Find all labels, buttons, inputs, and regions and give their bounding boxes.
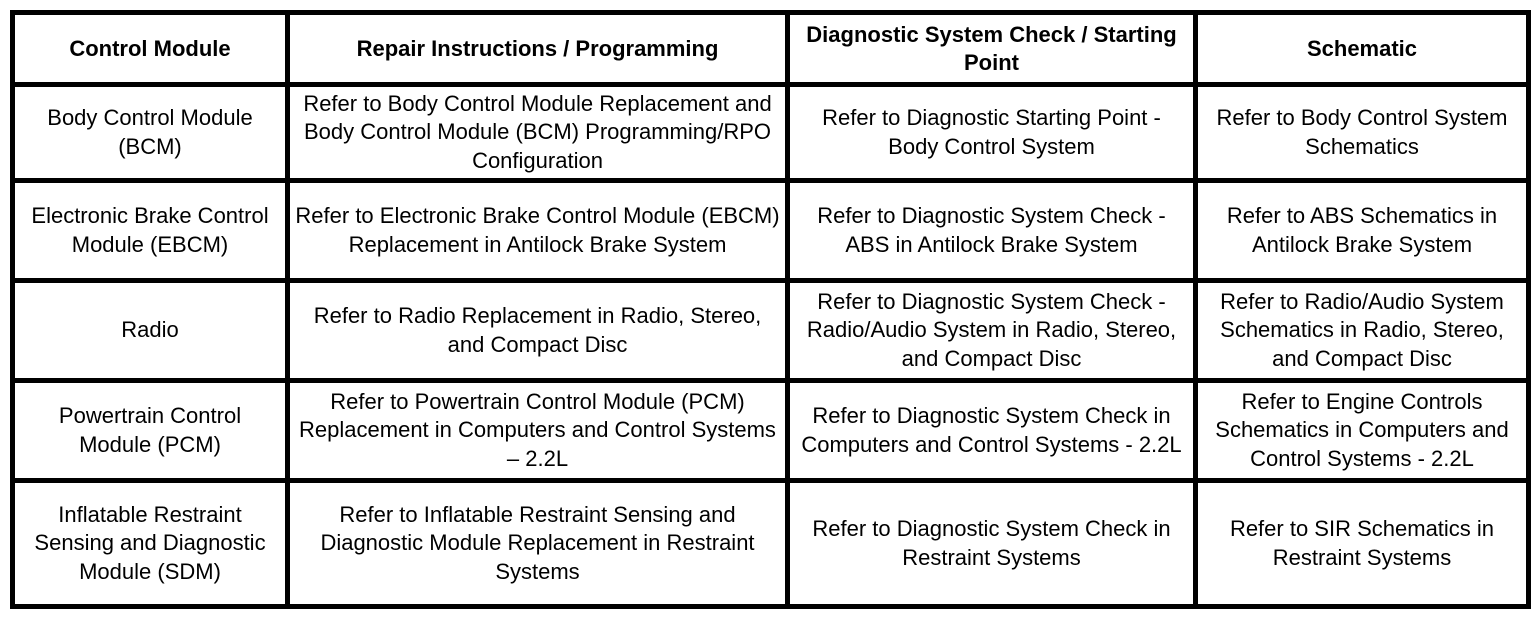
diagnostic-check-cell: Refer to Diagnostic System Check - ABS i… (785, 178, 1198, 283)
control-module-reference-table: Control Module Repair Instructions / Pro… (10, 10, 1531, 609)
table-row: Inflatable Restraint Sensing and Diagnos… (10, 478, 1531, 609)
control-module-cell: Electronic Brake Control Module (EBCM) (10, 178, 290, 283)
diagnostic-check-cell: Refer to Diagnostic System Check in Rest… (785, 478, 1198, 609)
control-module-cell: Body Control Module (BCM) (10, 82, 290, 183)
header-repair-instructions: Repair Instructions / Programming (285, 10, 790, 87)
diagnostic-check-cell: Refer to Diagnostic Starting Point - Bod… (785, 82, 1198, 183)
schematic-cell: Refer to Radio/Audio System Schematics i… (1193, 278, 1531, 383)
control-module-cell: Powertrain Control Module (PCM) (10, 378, 290, 483)
header-control-module: Control Module (10, 10, 290, 87)
header-diagnostic-check: Diagnostic System Check / Starting Point (785, 10, 1198, 87)
control-module-cell: Inflatable Restraint Sensing and Diagnos… (10, 478, 290, 609)
schematic-cell: Refer to SIR Schematics in Restraint Sys… (1193, 478, 1531, 609)
diagnostic-check-cell: Refer to Diagnostic System Check - Radio… (785, 278, 1198, 383)
diagnostic-check-cell: Refer to Diagnostic System Check in Comp… (785, 378, 1198, 483)
table-row: Powertrain Control Module (PCM) Refer to… (10, 378, 1531, 483)
header-row: Control Module Repair Instructions / Pro… (10, 10, 1531, 87)
table-row: Radio Refer to Radio Replacement in Radi… (10, 278, 1531, 383)
repair-instructions-cell: Refer to Electronic Brake Control Module… (285, 178, 790, 283)
repair-instructions-cell: Refer to Body Control Module Replacement… (285, 82, 790, 183)
repair-instructions-cell: Refer to Powertrain Control Module (PCM)… (285, 378, 790, 483)
header-schematic: Schematic (1193, 10, 1531, 87)
control-module-cell: Radio (10, 278, 290, 383)
schematic-cell: Refer to Body Control System Schematics (1193, 82, 1531, 183)
table-row: Body Control Module (BCM) Refer to Body … (10, 82, 1531, 183)
schematic-cell: Refer to ABS Schematics in Antilock Brak… (1193, 178, 1531, 283)
schematic-cell: Refer to Engine Controls Schematics in C… (1193, 378, 1531, 483)
repair-instructions-cell: Refer to Inflatable Restraint Sensing an… (285, 478, 790, 609)
repair-instructions-cell: Refer to Radio Replacement in Radio, Ste… (285, 278, 790, 383)
table-row: Electronic Brake Control Module (EBCM) R… (10, 178, 1531, 283)
